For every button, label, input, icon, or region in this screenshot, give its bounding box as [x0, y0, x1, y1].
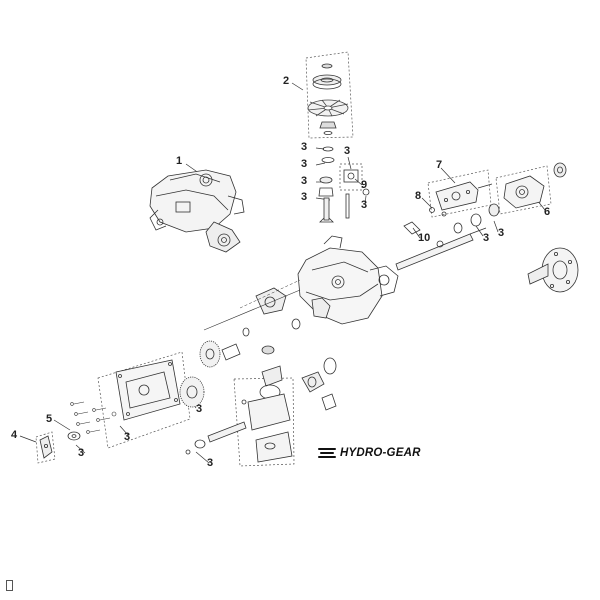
- callout-3: 3: [196, 403, 203, 415]
- missing-glyph-icon: [6, 580, 13, 591]
- drive-hub-assembly: [503, 162, 567, 209]
- callout-7: 7: [436, 159, 443, 171]
- fan-pulley-assembly: [307, 63, 349, 135]
- complete-transaxle-assembly: [149, 169, 245, 253]
- callout-5: 5: [46, 413, 53, 425]
- callout-3: 3: [124, 431, 131, 443]
- wheel-hub: [527, 247, 579, 293]
- callout-1: 1: [176, 155, 183, 167]
- callout-3: 3: [301, 158, 308, 170]
- callout-3: 3: [301, 175, 308, 187]
- assembly-frames: [35, 51, 552, 467]
- center-section: [185, 365, 293, 463]
- hydro-gear-logo: HYDRO-GEAR: [318, 444, 434, 462]
- main-housing: [297, 235, 399, 325]
- callout-3: 3: [483, 232, 490, 244]
- callout-8: 8: [415, 190, 422, 202]
- brake-and-gear-train: [179, 279, 337, 408]
- callout-3: 3: [301, 191, 308, 203]
- hydro-gear-stripes-icon: [318, 447, 338, 459]
- fasteners: [70, 401, 117, 434]
- callout-3: 3: [361, 199, 368, 211]
- bracket-assembly: [435, 181, 493, 211]
- callout-4: 4: [11, 429, 18, 441]
- side-cover: [115, 359, 181, 421]
- callout-3: 3: [78, 447, 85, 459]
- axle-shaft: [395, 203, 500, 271]
- callout-2: 2: [283, 75, 290, 87]
- callout-3: 3: [207, 457, 214, 469]
- callout-10: 10: [418, 232, 431, 244]
- axle-flange: [321, 393, 337, 411]
- brake-arm-parts: [39, 431, 81, 459]
- callout-3: 3: [301, 141, 308, 153]
- brand-wordmark: HYDRO-GEAR: [340, 447, 421, 459]
- callout-3: 3: [344, 145, 351, 157]
- callout-6: 6: [544, 206, 551, 218]
- pump-shaft-parts: [318, 146, 370, 223]
- callout-3: 3: [498, 227, 505, 239]
- callout-9: 9: [361, 179, 368, 191]
- leader-lines: [19, 82, 546, 464]
